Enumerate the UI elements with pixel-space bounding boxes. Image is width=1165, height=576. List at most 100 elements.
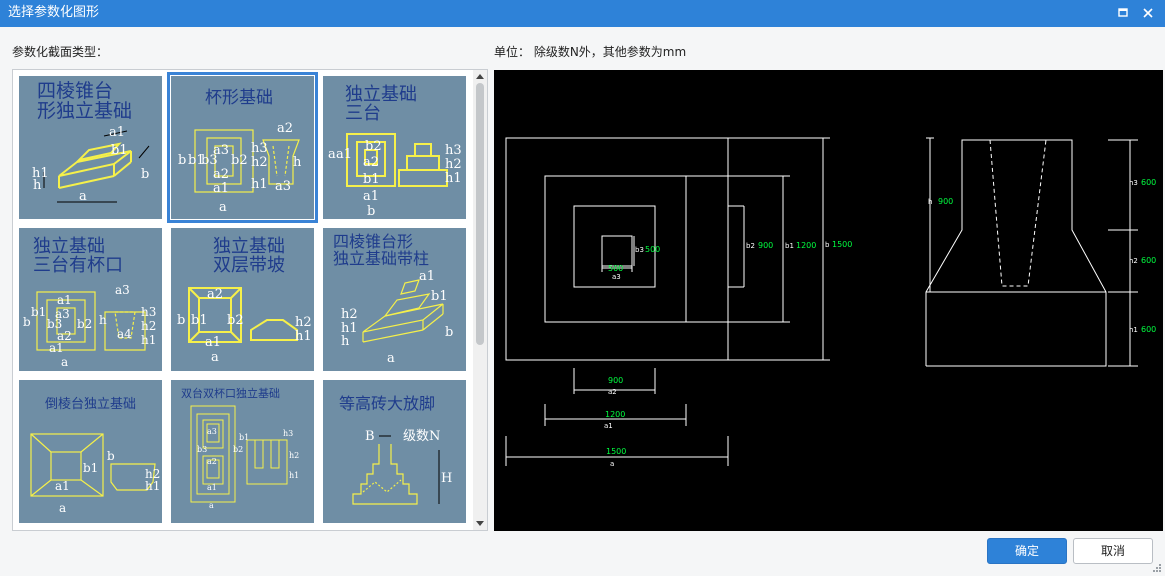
dim-label: h1 bbox=[251, 177, 268, 192]
dim-label: a bbox=[610, 460, 614, 468]
tile-title: 倒棱台独立基础 bbox=[45, 398, 136, 412]
tile-title-line1: 倒棱台独立基础 bbox=[45, 397, 137, 412]
shape-thumbnail: 独立基础 双层带坡 a2 b b1 b2 a1 h2 bbox=[171, 228, 314, 371]
shape-thumbnail: 杯形基础 a2 b b1 b3 a3 b2 h bbox=[171, 76, 314, 219]
shape-thumbnail: 倒棱台独立基础 b b1 a1 h2 h1 a bbox=[19, 380, 162, 523]
dim-value: 600 bbox=[1141, 256, 1156, 265]
shape-thumbnail: 等高砖大放脚 B 级数N H bbox=[323, 380, 466, 523]
shape-thumbnail: 四棱锥台形 独立基础带柱 a1 b1 h2 h1 h b bbox=[323, 228, 466, 371]
dim-label: a bbox=[387, 351, 395, 366]
dim-label: a2 bbox=[277, 121, 293, 136]
dim-label: b bbox=[23, 315, 31, 329]
dim-label: H bbox=[441, 471, 452, 486]
inverted-frustum-diagram: b b1 a1 h2 h1 a bbox=[30, 433, 160, 515]
shape-tile-pyramid-with-column[interactable]: 四棱锥台形 独立基础带柱 a1 b1 h2 h1 h b bbox=[319, 224, 470, 375]
dim-label: h2 bbox=[341, 307, 358, 322]
shape-thumbnail: 独立基础 三台有杯口 a1 a3 b b1 a3 b3 bbox=[19, 228, 162, 371]
dim-label: a3 bbox=[213, 143, 229, 158]
scroll-thumb[interactable] bbox=[476, 83, 484, 345]
dim-label: b1 bbox=[188, 153, 205, 168]
resize-grip-icon[interactable] bbox=[1152, 563, 1162, 573]
tile-title: 独立基础 双层带坡 bbox=[213, 236, 285, 276]
dim-label: a1 bbox=[363, 189, 379, 204]
tile-title-line1: 四棱锥台形 bbox=[333, 232, 414, 251]
dim-label: b1 bbox=[191, 313, 208, 328]
tile-title-line1: 独立基础 bbox=[345, 84, 417, 105]
dim-label: h3 bbox=[283, 429, 293, 438]
dim-value: 900 bbox=[938, 197, 953, 206]
dim-label: h1 bbox=[341, 321, 358, 336]
tile-title: 杯形基础 bbox=[205, 89, 273, 108]
tile-title: 独立基础 三台有杯口 bbox=[33, 237, 123, 276]
dim-label: h1 bbox=[32, 166, 49, 181]
dim-label: h bbox=[293, 155, 302, 170]
dim-label: b2 bbox=[233, 445, 243, 454]
pyramid-diagram: a1 b1 h1 h b a bbox=[32, 125, 150, 204]
dim-label: b2 bbox=[227, 313, 244, 328]
preview-drawing: b3 500 500 a3 b2 900 b1 1200 b 1500 900 … bbox=[505, 137, 1156, 468]
shape-tile-double-slope[interactable]: 独立基础 双层带坡 a2 b b1 b2 a1 h2 bbox=[167, 224, 318, 375]
dim-label: h2 bbox=[295, 315, 312, 330]
dim-label: a1 bbox=[419, 269, 435, 284]
dim-label: h1 bbox=[445, 171, 462, 186]
dim-label: 级数N bbox=[403, 429, 440, 444]
dim-label: b bbox=[178, 153, 186, 168]
dim-label: b3 bbox=[201, 153, 218, 168]
scroll-down-icon[interactable] bbox=[476, 521, 484, 527]
dim-label: a3 bbox=[275, 179, 291, 194]
tile-title-line2: 独立基础带柱 bbox=[333, 248, 430, 268]
dim-label: h3 bbox=[1129, 179, 1138, 187]
dim-label: a2 bbox=[207, 287, 223, 302]
tile-title-line1: 双台双杯口独立基础 bbox=[181, 387, 280, 400]
dim-label: h2 bbox=[445, 157, 462, 172]
dim-label: a3 bbox=[612, 273, 621, 281]
maximize-icon[interactable] bbox=[1114, 4, 1132, 22]
dim-label: a1 bbox=[207, 483, 217, 492]
tile-title: 等高砖大放脚 bbox=[339, 395, 435, 413]
tile-title-line1: 独立基础 bbox=[213, 236, 285, 257]
shape-tile-double-cup[interactable]: 双台双杯口独立基础 a3 b3 a2 b bbox=[167, 376, 318, 527]
tile-title: 四棱锥台形 独立基础带柱 bbox=[333, 232, 430, 268]
gallery-scrollbar[interactable] bbox=[473, 70, 487, 530]
dim-value: 500 bbox=[608, 264, 623, 273]
dim-label: b bbox=[107, 449, 115, 463]
dim-label: h2 bbox=[251, 155, 268, 170]
double-cup-diagram: a3 b3 a2 b2 a1 b1 h3 h2 h1 a bbox=[190, 405, 299, 510]
dim-label: a bbox=[79, 189, 87, 204]
cup-foundation-diagram: a2 b b1 b3 a3 b2 h3 h2 h a2 a1 h1 a3 a bbox=[178, 121, 302, 215]
tile-title: 四棱锥台 形独立基础 bbox=[37, 81, 133, 122]
dim-label: a2 bbox=[57, 329, 72, 343]
tile-title: 双台双杯口独立基础 bbox=[181, 388, 280, 400]
dim-label: b bbox=[177, 313, 185, 328]
shape-tile-three-tier-cup[interactable]: 独立基础 三台有杯口 a1 a3 b b1 a3 b3 bbox=[15, 224, 166, 375]
cancel-button[interactable]: 取消 bbox=[1073, 538, 1153, 564]
dim-label: a3 bbox=[55, 307, 70, 321]
shape-tile-brick-footing[interactable]: 等高砖大放脚 B 级数N H bbox=[319, 376, 470, 527]
dim-value: 900 bbox=[608, 376, 623, 385]
dim-label: a4 bbox=[117, 327, 132, 341]
three-tier-diagram: b2 a a1 a2 b1 h3 h2 h1 a1 b bbox=[328, 133, 462, 219]
shape-tile-four-pyramid[interactable]: 四棱锥台 形独立基础 a1 b1 h1 h bbox=[15, 72, 166, 223]
dim-label: h1 bbox=[289, 471, 299, 480]
dim-value: 500 bbox=[645, 245, 660, 254]
dim-value: 1500 bbox=[606, 447, 626, 456]
dim-label: b bbox=[141, 167, 149, 182]
dim-label: a bbox=[59, 501, 66, 515]
shape-preview-canvas: b3 500 500 a3 b2 900 b1 1200 b 1500 900 … bbox=[494, 70, 1163, 531]
dim-label: a bbox=[328, 147, 336, 162]
shape-gallery: 四棱锥台 形独立基础 a1 b1 h1 h bbox=[12, 69, 488, 531]
shape-tile-cup-foundation[interactable]: 杯形基础 a2 b b1 b3 a3 b2 h bbox=[167, 72, 318, 223]
dim-label: h1 bbox=[295, 329, 312, 344]
tile-title-line2: 形独立基础 bbox=[37, 99, 133, 122]
shape-tile-inverted-frustum[interactable]: 倒棱台独立基础 b b1 a1 h2 h1 a bbox=[15, 376, 166, 527]
scroll-up-icon[interactable] bbox=[476, 73, 484, 79]
dim-label: b bbox=[825, 241, 830, 249]
dim-label: b3 bbox=[635, 246, 644, 254]
dim-label: a bbox=[219, 200, 227, 215]
shape-tile-three-tier[interactable]: 独立基础 三台 b2 a a1 a2 b1 h3 bbox=[319, 72, 470, 223]
ok-button[interactable]: 确定 bbox=[987, 538, 1067, 564]
dim-label: b2 bbox=[365, 139, 382, 154]
close-icon[interactable] bbox=[1139, 4, 1157, 22]
dim-label: a bbox=[61, 355, 68, 369]
dim-label: a2 bbox=[608, 388, 617, 396]
